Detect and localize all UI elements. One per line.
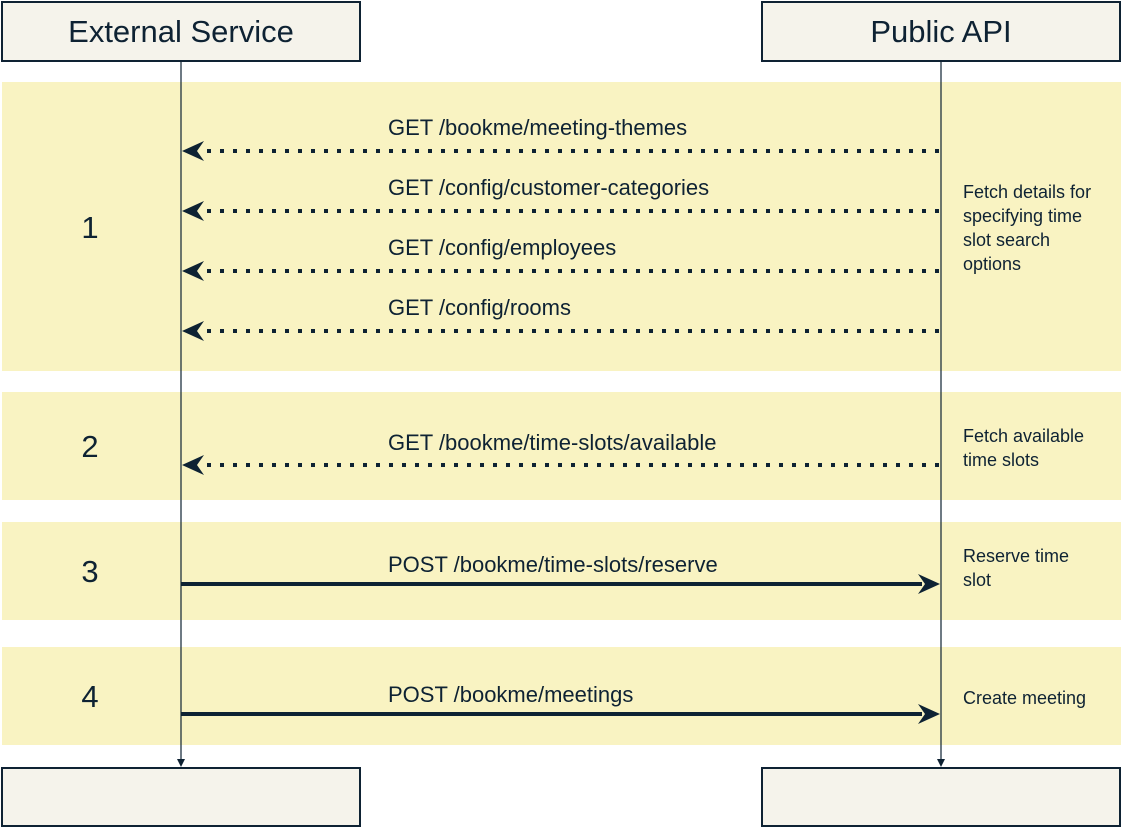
step-3-band [2,522,1121,620]
arrow-time-slots-available [182,455,939,475]
message-label-time-slots-available: GET /bookme/time-slots/available [388,430,717,455]
step-4-band [2,647,1121,745]
step-2-band [2,392,1121,500]
step-1-note: Fetch details for specifying time slot s… [963,182,1092,274]
arrow-meetings [181,704,940,724]
message-label-customer-categories: GET /config/customer-categories [388,175,710,200]
actor-public-api-label: Public API [870,13,1012,49]
message-label-rooms: GET /config/rooms [388,295,571,320]
arrow-customer-categories [182,201,939,221]
arrow-time-slots-reserve [181,574,940,594]
lifeline-external-service-arrowhead [177,759,185,767]
actor-external-service-bottom [1,767,361,827]
step-3-note: Reserve time slot [963,546,1070,590]
message-label-time-slots-reserve: POST /bookme/time-slots/reserve [388,552,718,577]
step-3-number: 3 [81,554,99,589]
actor-public-api-bottom [761,767,1121,827]
step-4-note: Create meeting [963,688,1087,708]
arrow-meeting-themes [182,141,939,161]
actor-public-api-top: Public API [761,1,1121,62]
actor-external-service-top: External Service [1,1,361,62]
step-4-number: 4 [81,679,99,714]
message-label-meetings: POST /bookme/meetings [388,682,634,707]
actor-external-service-label: External Service [68,13,294,49]
step-1-band [2,82,1121,371]
lifeline-public-api-arrowhead [937,759,945,767]
arrow-rooms [182,321,939,341]
arrow-employees [182,261,939,281]
message-label-employees: GET /config/employees [388,235,617,260]
step-1-number: 1 [81,210,99,245]
step-2-note: Fetch available time slots [963,426,1085,470]
step-2-number: 2 [81,429,99,464]
message-label-meeting-themes: GET /bookme/meeting-themes [388,115,688,140]
